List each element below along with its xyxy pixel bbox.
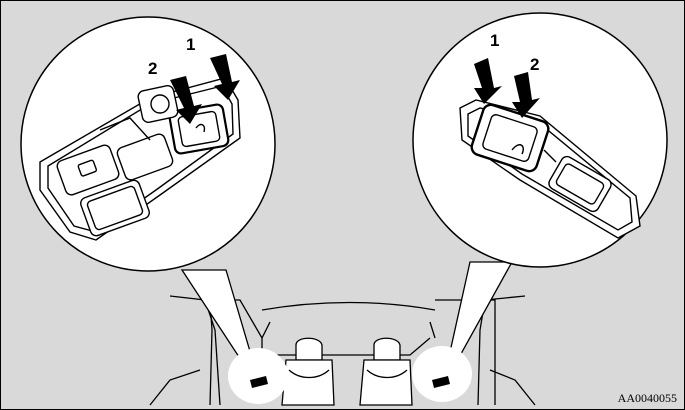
left-label-1: 1 <box>186 35 195 54</box>
right-label-1: 1 <box>490 31 499 50</box>
left-seat <box>282 338 334 405</box>
right-seat <box>360 338 412 405</box>
right-label-2: 2 <box>530 55 539 74</box>
left-label-2: 2 <box>148 59 157 78</box>
figure-reference-code: AA0040055 <box>618 391 677 405</box>
